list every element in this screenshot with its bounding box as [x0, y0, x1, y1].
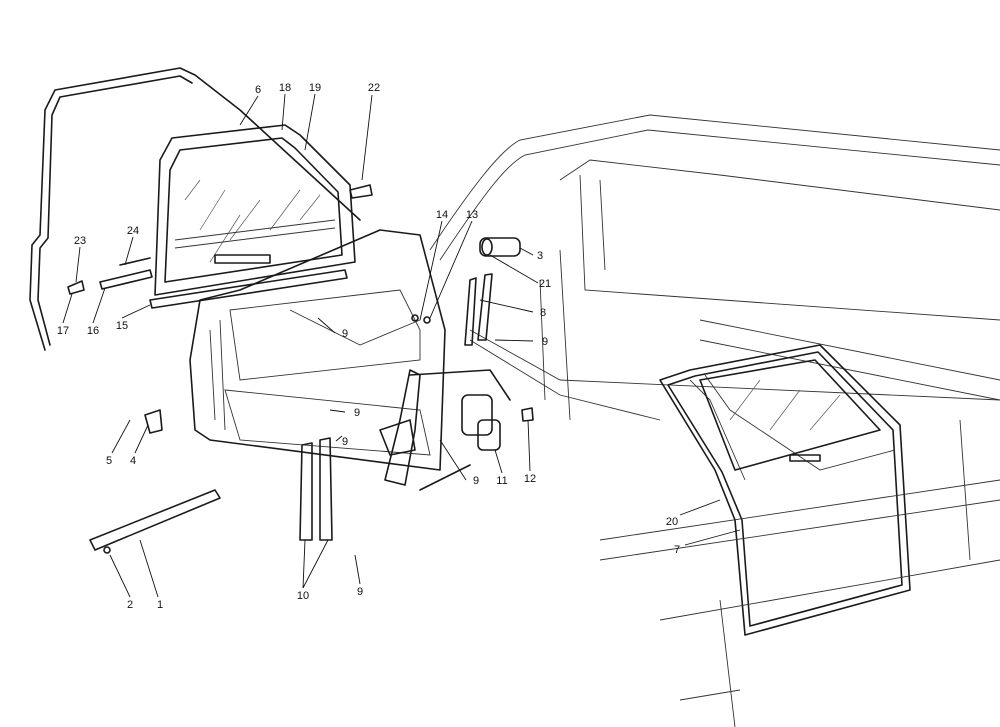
callout-21: 21: [539, 278, 551, 290]
callout-10: 10: [297, 590, 309, 602]
callout-5: 5: [106, 455, 112, 467]
small-parts: [67, 184, 534, 554]
car-body-outline: [429, 114, 1000, 421]
callout-19: 19: [309, 82, 321, 94]
callout-14: 14: [436, 209, 448, 221]
callout-7: 7: [674, 544, 680, 556]
callout-9e: 9: [473, 475, 479, 487]
callout-4: 4: [130, 455, 136, 467]
door-glass: [149, 124, 356, 309]
callout-9b: 9: [342, 328, 348, 340]
callout-23: 23: [74, 235, 86, 247]
callout-12: 12: [524, 473, 536, 485]
callout-9a: 9: [542, 336, 548, 348]
callout-9f: 9: [357, 586, 363, 598]
callout-9c: 9: [354, 407, 360, 419]
sill-strip: [89, 489, 221, 551]
door-seal: [29, 67, 361, 351]
window-regulator: [379, 369, 511, 491]
glass-run-channels: [299, 273, 493, 541]
callout-9d: 9: [342, 436, 348, 448]
callout-11: 11: [496, 475, 507, 487]
callout-16: 16: [87, 325, 99, 337]
callout-20: 20: [666, 516, 678, 528]
callout-17: 17: [57, 325, 69, 337]
callout-15: 15: [116, 320, 128, 332]
callout-8: 8: [540, 307, 546, 319]
callout-24: 24: [127, 225, 139, 237]
callout-1: 1: [157, 599, 163, 611]
door-inner-panel: [189, 229, 446, 471]
callout-13: 13: [466, 209, 478, 221]
grommet: [479, 237, 521, 257]
callout-3: 3: [537, 250, 543, 262]
leader-lines: [62, 93, 741, 598]
callout-labels: 6 18 19 22 23 24 17 16 15 14 13 3 21 8 9…: [57, 82, 680, 611]
assembled-door-view: [599, 344, 1000, 727]
callout-6: 6: [255, 84, 261, 96]
callout-2: 2: [127, 599, 133, 611]
callout-18: 18: [279, 82, 291, 94]
bracket-22: [349, 184, 373, 199]
regulator-motor: [461, 394, 493, 436]
callout-22: 22: [368, 82, 380, 94]
